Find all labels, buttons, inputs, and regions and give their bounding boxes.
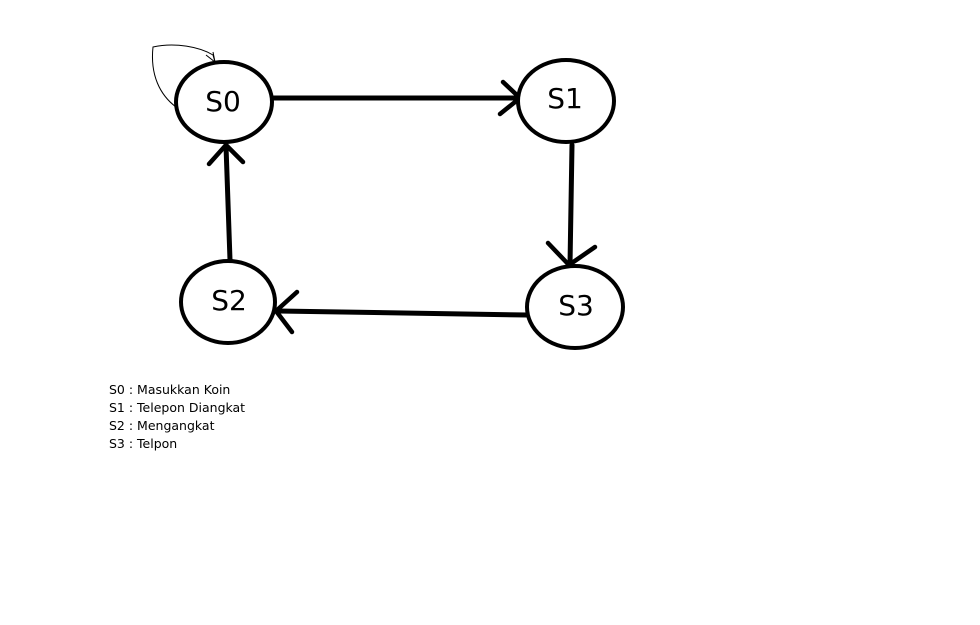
edge-line <box>275 308 530 318</box>
state-label: S3 <box>558 289 594 322</box>
transition-s2-s0 <box>206 142 246 263</box>
state-legend: S0 : Masukkan Koin S1 : Telepon Diangkat… <box>109 381 245 453</box>
state-label: S0 <box>205 85 241 118</box>
transition-s3-s2 <box>273 289 530 335</box>
legend-item-s2: S2 : Mengangkat <box>109 418 215 433</box>
edge-line <box>223 143 233 263</box>
legend-item-s3: S3 : Telpon <box>109 436 178 451</box>
state-circle <box>179 259 277 345</box>
state-s2: S2 <box>179 259 277 345</box>
legend-item-s0: S0 : Masukkan Koin <box>109 382 231 397</box>
self-loop-line <box>151 44 216 108</box>
state-s0: S0 <box>174 60 274 144</box>
legend-item-s1: S1 : Telepon Diangkat <box>109 400 246 415</box>
transition-s0-s1 <box>269 79 523 117</box>
state-circle <box>525 264 625 350</box>
state-s3: S3 <box>525 264 625 350</box>
state-label: S1 <box>547 82 583 115</box>
state-label: S2 <box>211 284 247 317</box>
edge-line <box>567 142 575 268</box>
edge-arrowhead <box>206 142 246 167</box>
state-s1: S1 <box>516 58 616 144</box>
state-circle <box>174 60 274 144</box>
transition-s1-s3 <box>545 142 598 268</box>
state-circle <box>516 58 616 144</box>
